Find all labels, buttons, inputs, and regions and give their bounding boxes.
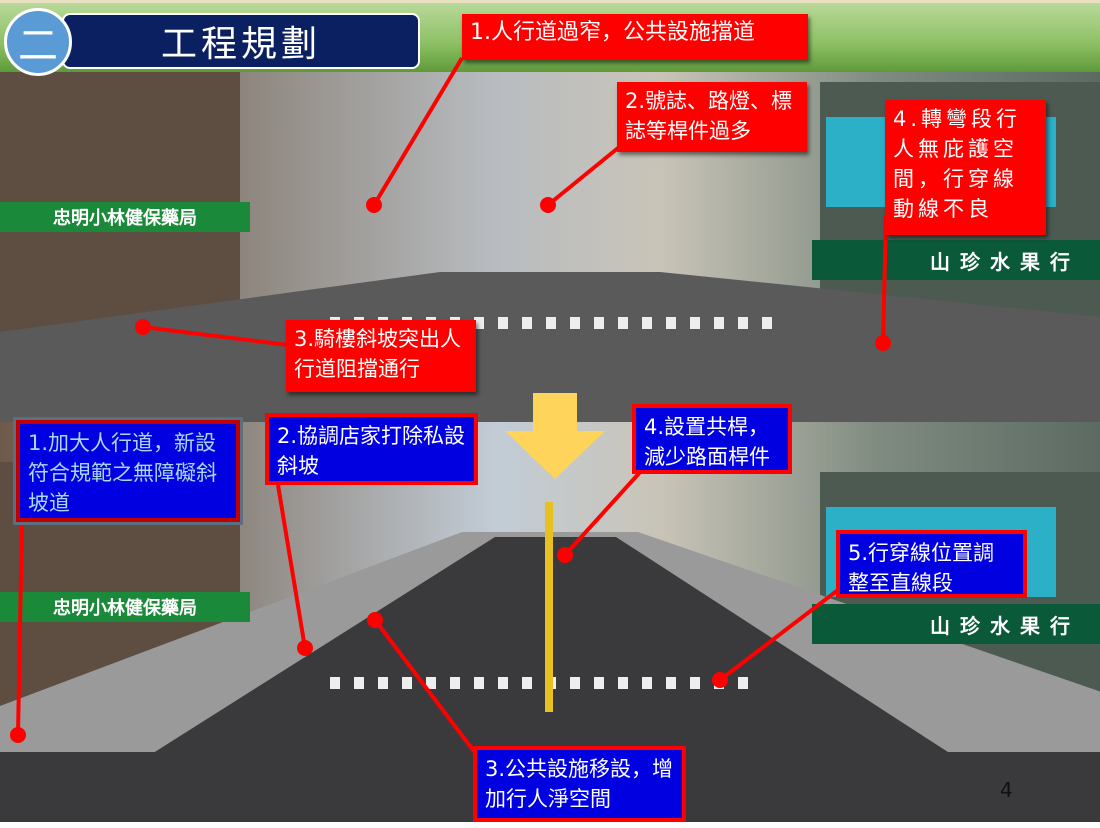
shop-sign: 忠明小林健保藥局 bbox=[0, 202, 250, 232]
before-callout-3: 3.騎樓斜坡突出人行道阻擋通行 bbox=[286, 320, 476, 392]
store-sign: 山珍水果行 bbox=[812, 604, 1100, 644]
after-callout-3: 3.公共設施移設，增加行人淨空間 bbox=[473, 746, 686, 822]
slide-title: 工程規劃 bbox=[62, 13, 420, 69]
before-callout-1: 1.人行道過窄，公共設施擋道 bbox=[462, 14, 808, 60]
after-callout-5: 5.行穿線位置調整至直線段 bbox=[836, 530, 1027, 598]
after-callout-4: 4.設置共桿，減少路面桿件 bbox=[632, 404, 792, 474]
crosswalk bbox=[330, 677, 750, 689]
before-callout-4: 4.轉彎段行人無庇護空間，行穿線動線不良 bbox=[885, 100, 1046, 235]
median bbox=[545, 502, 553, 712]
shop-sign: 忠明小林健保藥局 bbox=[0, 592, 250, 622]
after-callout-1: 1.加大人行道，新設符合規範之無障礙斜坡道 bbox=[13, 417, 243, 525]
down-arrow-icon bbox=[505, 393, 605, 479]
store-sign: 山珍水果行 bbox=[812, 240, 1100, 280]
before-callout-2: 2.號誌、路燈、標誌等桿件過多 bbox=[617, 82, 807, 152]
section-number-badge: 二 bbox=[4, 8, 72, 76]
page-number: 4 bbox=[1000, 778, 1013, 802]
after-callout-2: 2.協調店家打除私設斜坡 bbox=[265, 413, 478, 485]
